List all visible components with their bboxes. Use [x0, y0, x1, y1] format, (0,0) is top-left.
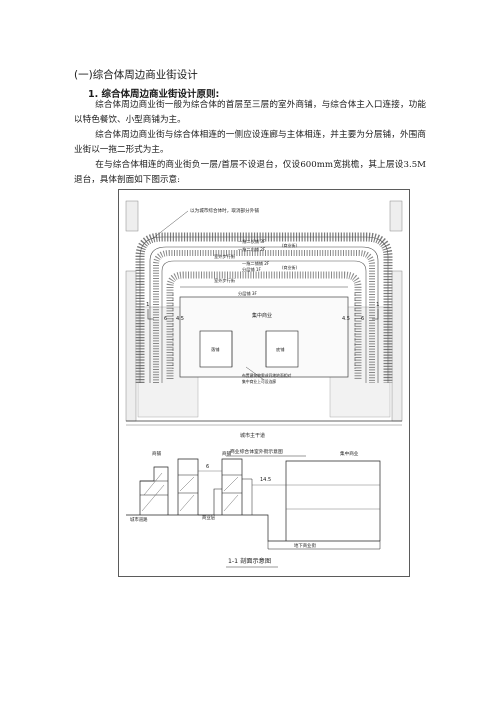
layer-label: 分层铺 3F [238, 290, 258, 297]
note-bottom: 布置建筑物需或同地地面相对 [242, 373, 292, 378]
corner-block [391, 270, 403, 422]
center-label: 集中商业 [252, 312, 272, 319]
figure-frame: 以为城市综合体时，取消部分外铺 一拖二长铺 3F 一拖二内铺 2F 室外步行街 … [118, 189, 410, 577]
basement-outline [267, 541, 381, 550]
mall-ring [166, 271, 362, 379]
layer-label: 一拖二内铺 2F [238, 246, 266, 253]
shop-box-left [199, 330, 233, 368]
section-mark-left [147, 309, 154, 320]
side-tag: (商业街) [282, 264, 298, 270]
third-building [221, 458, 243, 515]
label-basement: 地下商业街 [294, 542, 317, 549]
section-caption: 1-1 剖面示意图 [228, 557, 271, 565]
section-mark-number: 1 [146, 302, 150, 308]
paragraph-2-text: 综合体周边商业街与综合体相连的一侧应设连廊与主体相连，并主要为分层铺，外围商业街… [74, 130, 426, 155]
third-stair [223, 476, 239, 512]
section-dim-mid: 14.5 [260, 477, 271, 483]
section-drawing: 商铺 商铺 集中商业 6 14.5 城市道路 商业层 地下商业街 1-1 剖面示… [126, 450, 381, 568]
dim-right: 4.5 [342, 316, 350, 322]
middle-floors [178, 474, 198, 494]
dim-left: 4.5 [176, 316, 184, 322]
label-shop-mid: 商铺 [222, 450, 232, 457]
paragraph-1: 综合体周边商业街一般为综合体的首层至三层的室外商铺，与综合体主入口连接，功能以特… [74, 98, 426, 128]
section-title: (一)综合体周边商业街设计 [74, 69, 198, 81]
left-floors [140, 480, 168, 496]
section-mark-number: 1 [376, 302, 380, 308]
paragraph-3-text: 在与综合体相连的商业街负一层/首层不设退台，仅设600mm宽挑檐，其上层设3.5… [74, 160, 426, 185]
section-dim-top: 6 [206, 464, 209, 470]
side-tag: (商业街) [282, 242, 298, 248]
leader-bottom [245, 366, 265, 381]
paragraph-2: 综合体周边商业街与综合体相连的一侧应设连廊与主体相连，并主要为分层铺，外围商业街… [74, 128, 426, 158]
third-edge [161, 260, 367, 383]
setback [242, 478, 253, 515]
layer-label: 一拖二长铺 3F [238, 238, 266, 245]
layer-label: 室外步行街 [214, 277, 235, 284]
layer-label: 室外步行街 [214, 253, 235, 260]
outer-shop-edge [139, 236, 389, 383]
site-plan: 以为城市综合体时，取消部分外铺 一拖二长铺 3F 一拖二内铺 2F 室外步行街 … [125, 200, 403, 457]
subsection-title: 1. 综合体周边商业街设计原则: [88, 89, 220, 100]
leader-top [151, 210, 189, 240]
label-commerce: 商业层 [202, 514, 216, 521]
corner-block [125, 200, 139, 232]
section-mark-right [372, 309, 379, 320]
middle-building [177, 458, 199, 515]
left-building [139, 466, 169, 515]
left-stair [141, 472, 165, 512]
shop-label-right: 底铺 [276, 346, 284, 353]
paragraph-3: 在与综合体相连的商业街负一层/首层不设退台，仅设600mm宽挑檐，其上层设3.5… [74, 158, 426, 188]
figure-svg: 以为城市综合体时，取消部分外铺 一拖二长铺 3F 一拖二内铺 2F 室外步行街 … [118, 189, 410, 577]
label-road: 城市道路 [130, 516, 148, 523]
plan-caption: 商业综合体室外街示意图 [230, 448, 283, 455]
shop-divider [231, 331, 267, 367]
mall-section [285, 460, 381, 541]
dashed-guides [172, 293, 356, 369]
corner-block [125, 270, 137, 422]
paragraph-1-text: 综合体周边商业街一般为综合体的首层至三层的室外商铺，与综合体主入口连接，功能以特… [74, 100, 426, 125]
third-floors [222, 474, 242, 494]
dim-far-left: 6 [164, 316, 167, 322]
ground-line [126, 514, 380, 542]
mall-floors [286, 484, 380, 510]
second-shop-band [153, 250, 375, 383]
corner-block [389, 200, 403, 232]
note-top: 以为城市综合体时，取消部分外铺 [190, 207, 259, 214]
label-shop-left: 商铺 [152, 450, 162, 457]
label-center: 集中商业 [340, 450, 359, 457]
note-bottom: 集中商业上可设连廊 [242, 379, 276, 384]
inner-edge [149, 246, 379, 383]
middle-annex [198, 488, 222, 516]
shop-label-left: 落铺 [211, 346, 219, 353]
middle-stair [179, 476, 195, 512]
dim-far-right: 6 [361, 316, 364, 322]
road-label: 城市主干道 [240, 432, 265, 439]
shop-box-right [265, 330, 299, 368]
layer-label: 一拖二铺铺 2F [242, 260, 270, 267]
layer-label: 分层铺 1F [242, 266, 262, 273]
